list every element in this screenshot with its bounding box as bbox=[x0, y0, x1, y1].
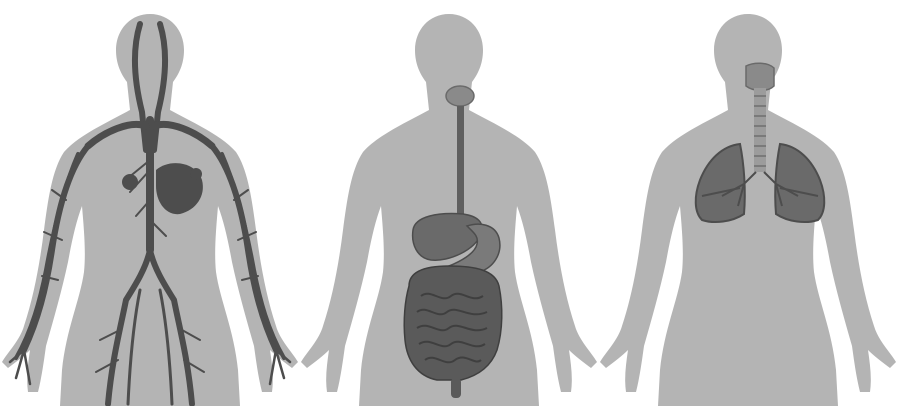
mouth-cavity bbox=[446, 86, 474, 106]
digestive-system-illustration bbox=[299, 0, 598, 406]
trachea bbox=[754, 88, 766, 172]
esophagus bbox=[457, 106, 464, 224]
respiratory-system-illustration bbox=[598, 0, 897, 406]
circulatory-system-figure bbox=[0, 0, 299, 406]
digestive-system-figure bbox=[299, 0, 598, 406]
rectum bbox=[451, 378, 461, 398]
larynx bbox=[746, 63, 774, 90]
large-intestine bbox=[404, 266, 502, 380]
respiratory-system-figure bbox=[598, 0, 897, 406]
circulatory-system-illustration bbox=[0, 0, 299, 406]
